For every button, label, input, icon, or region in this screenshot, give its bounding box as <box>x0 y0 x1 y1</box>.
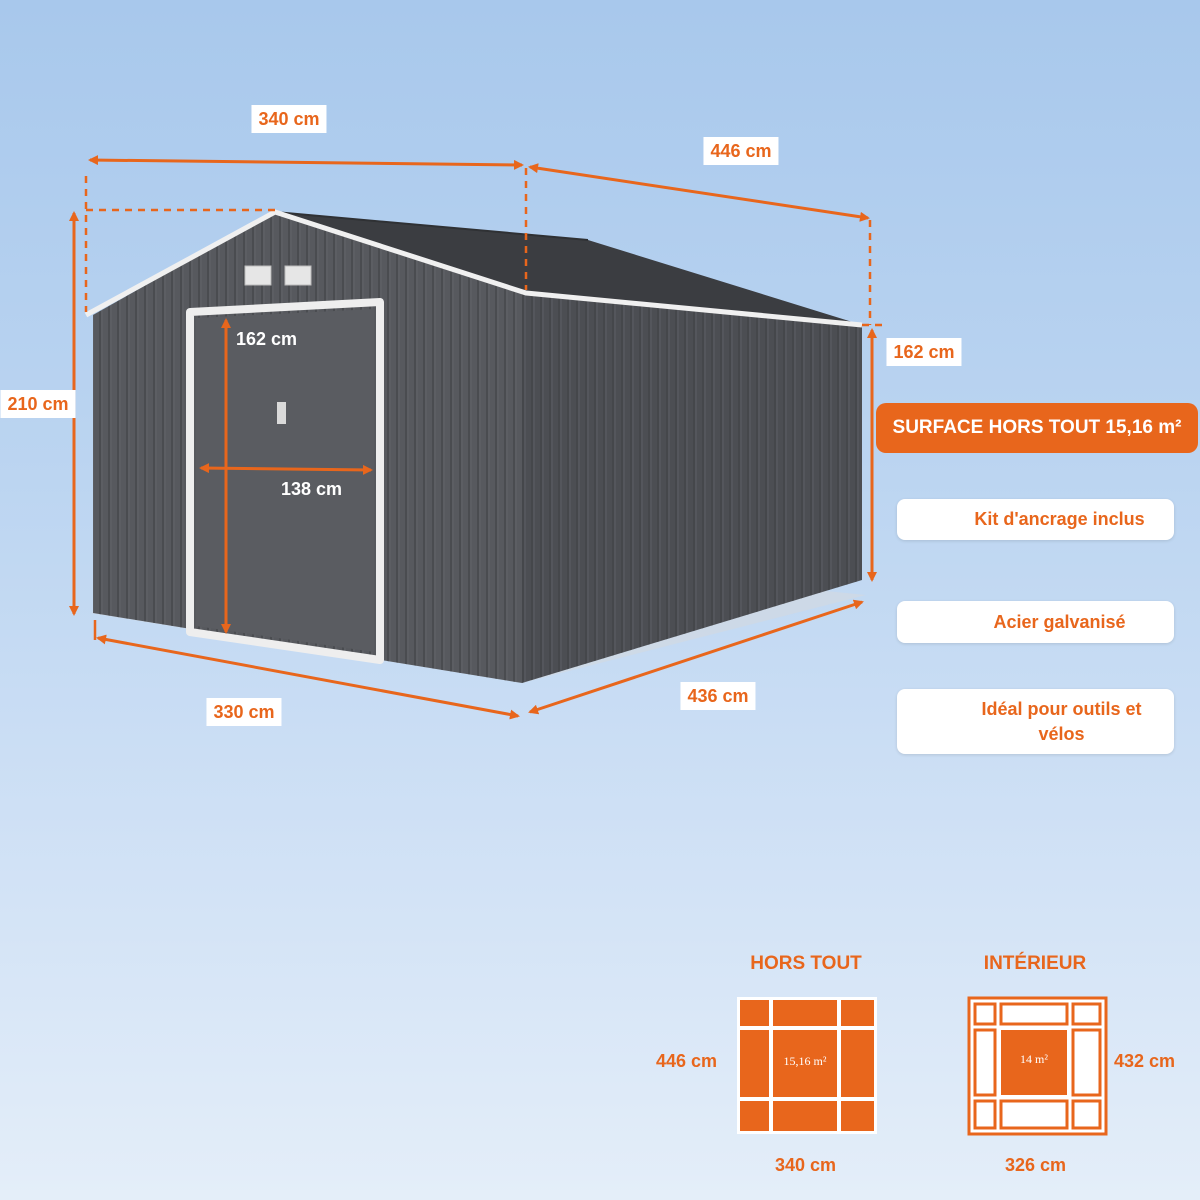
label-door-width: 138 cm <box>281 479 343 499</box>
vent-left <box>244 265 272 286</box>
plan-exterior <box>737 997 877 1134</box>
label-width-base: 330 cm <box>206 698 282 726</box>
feature-tools-bikes: Idéal pour outils et vélos <box>897 689 1174 754</box>
vent-right <box>284 265 312 286</box>
plan-exterior-area: 15,16 m² <box>783 1054 827 1068</box>
roof <box>275 212 862 325</box>
side-wall-ribs <box>522 292 862 683</box>
plan-exterior-title: HORS TOUT <box>750 953 862 974</box>
arrow-width-top <box>88 155 524 170</box>
plan-interior <box>967 996 1108 1136</box>
gable-trim <box>84 209 863 328</box>
arrow-door-width <box>199 463 373 475</box>
arrow-depth-top <box>528 163 870 222</box>
plan-interior-width: 326 cm <box>1005 1155 1067 1175</box>
label-height-total: 210 cm <box>0 390 76 418</box>
plan-interior-depth: 432 cm <box>1114 1051 1176 1071</box>
feature-label: Acier galvanisé <box>993 611 1126 632</box>
dimension-guides <box>84 168 884 327</box>
feature-label: Idéal pour outils et vélos <box>981 698 1142 744</box>
arrow-depth-base <box>528 599 864 715</box>
label-side-height: 162 cm <box>886 338 962 366</box>
plan-exterior-width: 340 cm <box>775 1155 837 1175</box>
feature-label: Kit d'ancrage inclus <box>974 509 1145 529</box>
feature-icon-slot <box>897 601 957 643</box>
door-panel <box>196 309 374 652</box>
arrow-width-base <box>96 634 520 720</box>
dimension-arrows <box>69 155 877 720</box>
feature-galvanized-steel: Acier galvanisé <box>897 601 1174 643</box>
door-handle <box>277 402 286 424</box>
label-width-top: 340 cm <box>251 105 327 133</box>
plan-interior-title: INTÉRIEUR <box>983 953 1087 974</box>
label-depth-top: 446 cm <box>703 137 779 165</box>
label-door-height: 162 cm <box>236 329 298 349</box>
feature-anchor-kit: Kit d'ancrage inclus <box>897 499 1174 540</box>
plan-interior-area: 14 m² <box>1020 1052 1048 1066</box>
feature-icon-slot <box>897 689 967 754</box>
feature-icon-slot <box>897 499 957 540</box>
surface-banner: SURFACE HORS TOUT 15,16 m² <box>876 403 1198 453</box>
roof-ridge <box>274 211 589 241</box>
label-depth-base: 436 cm <box>680 682 756 710</box>
plan-exterior-depth: 446 cm <box>656 1051 718 1071</box>
